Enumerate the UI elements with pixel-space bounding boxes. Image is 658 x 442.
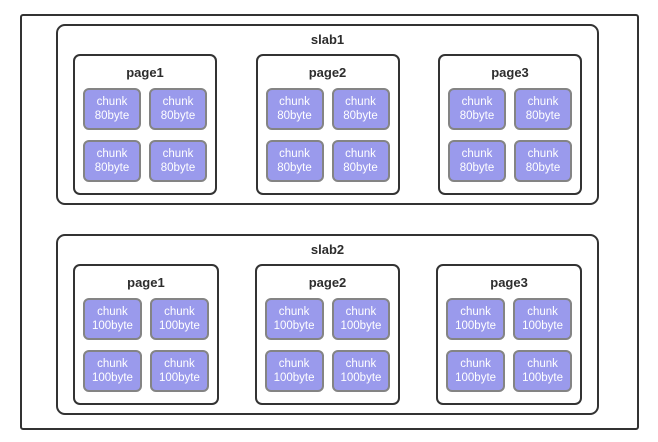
chunk-size: 100byte bbox=[340, 320, 382, 332]
chunk-size: 80byte bbox=[343, 110, 378, 122]
chunk-box: chunk 100byte bbox=[331, 298, 391, 340]
chunk-name: chunk bbox=[527, 96, 559, 108]
chunk-name: chunk bbox=[345, 96, 376, 108]
chunk-size: 80byte bbox=[94, 162, 130, 174]
page-title: page1 bbox=[126, 65, 164, 80]
chunk-box: chunk 100byte bbox=[149, 350, 209, 392]
chunk-name: chunk bbox=[97, 306, 128, 318]
chunk-box: chunk 80byte bbox=[149, 140, 207, 182]
chunk-name: chunk bbox=[279, 148, 310, 160]
page-title: page3 bbox=[491, 65, 529, 80]
chunk-size: 80byte bbox=[525, 110, 561, 122]
slab-box-slab2: slab2 page1 chunk 100byte chunk 100byte chunk 1… bbox=[56, 234, 599, 415]
chunk-box: chunk 80byte bbox=[331, 140, 390, 182]
chunk-box: chunk 100byte bbox=[83, 350, 142, 392]
chunk-size: 100byte bbox=[273, 320, 315, 332]
chunk-box: chunk 80byte bbox=[265, 140, 324, 182]
chunk-size: 80byte bbox=[525, 162, 561, 174]
chunk-size: 80byte bbox=[277, 162, 312, 174]
chunk-name: chunk bbox=[278, 358, 310, 370]
chunk-name: chunk bbox=[162, 148, 194, 160]
chunk-box: chunk 100byte bbox=[446, 298, 506, 340]
chunk-name: chunk bbox=[460, 306, 491, 318]
chunk-box: chunk 100byte bbox=[264, 298, 324, 340]
chunk-name: chunk bbox=[527, 148, 559, 160]
chunk-name: chunk bbox=[162, 96, 194, 108]
chunk-name: chunk bbox=[461, 96, 493, 108]
chunk-size: 100byte bbox=[522, 372, 563, 384]
chunk-grid: chunk 80byte chunk 80byte chunk 80byte chunk 80… bbox=[83, 88, 207, 182]
chunk-size: 100byte bbox=[340, 372, 382, 384]
chunk-size: 100byte bbox=[92, 372, 133, 384]
chunk-box: chunk 100byte bbox=[513, 350, 572, 392]
chunk-name: chunk bbox=[345, 148, 376, 160]
chunk-box: chunk 100byte bbox=[83, 298, 142, 340]
chunk-box: chunk 100byte bbox=[149, 298, 209, 340]
chunk-box: chunk 80byte bbox=[514, 140, 572, 182]
chunk-name: chunk bbox=[164, 306, 195, 318]
chunk-box: chunk 100byte bbox=[264, 350, 324, 392]
chunk-box: chunk 80byte bbox=[149, 88, 207, 130]
chunk-size: 100byte bbox=[522, 320, 563, 332]
diagram-frame: slab1 page1 chunk 80byte chunk 80byte chunk 80b… bbox=[20, 14, 639, 430]
chunk-grid: chunk 80byte chunk 80byte chunk 80byte chunk 80… bbox=[448, 88, 572, 182]
chunk-size: 80byte bbox=[160, 162, 196, 174]
page-box-slab2-page2: page2 chunk 100byte chunk 100byte chunk 100byt… bbox=[254, 264, 401, 405]
chunk-name: chunk bbox=[345, 358, 377, 370]
chunk-box: chunk 80byte bbox=[83, 88, 141, 130]
chunk-box: chunk 80byte bbox=[83, 140, 141, 182]
chunk-name: chunk bbox=[97, 358, 128, 370]
chunk-box: chunk 80byte bbox=[331, 88, 390, 130]
chunk-size: 100byte bbox=[158, 320, 200, 332]
chunk-name: chunk bbox=[527, 306, 558, 318]
page-title: page2 bbox=[308, 65, 347, 80]
chunk-name: chunk bbox=[96, 96, 128, 108]
slab-title: slab2 bbox=[310, 242, 345, 257]
chunk-name: chunk bbox=[96, 148, 128, 160]
chunk-box: chunk 80byte bbox=[448, 140, 506, 182]
chunk-box: chunk 100byte bbox=[331, 350, 391, 392]
chunk-size: 100byte bbox=[273, 372, 315, 384]
chunk-name: chunk bbox=[527, 358, 558, 370]
chunk-size: 80byte bbox=[459, 162, 495, 174]
chunk-size: 80byte bbox=[343, 162, 378, 174]
chunk-grid: chunk 80byte chunk 80byte chunk 80byte chunk 80… bbox=[265, 88, 390, 182]
slab-box-slab1: slab1 page1 chunk 80byte chunk 80byte chunk 80b… bbox=[56, 24, 599, 205]
chunk-size: 80byte bbox=[277, 110, 312, 122]
chunk-name: chunk bbox=[279, 96, 310, 108]
slab-title: slab1 bbox=[310, 32, 345, 47]
chunk-name: chunk bbox=[278, 306, 310, 318]
pages-row: page1 chunk 100byte chunk 100byte chunk 100byt… bbox=[58, 257, 597, 405]
chunk-name: chunk bbox=[345, 306, 377, 318]
chunk-size: 80byte bbox=[160, 110, 196, 122]
page-title: page3 bbox=[490, 275, 528, 290]
chunk-name: chunk bbox=[460, 358, 491, 370]
chunk-box: chunk 100byte bbox=[513, 298, 572, 340]
chunk-size: 100byte bbox=[455, 372, 497, 384]
chunk-box: chunk 80byte bbox=[265, 88, 324, 130]
chunk-name: chunk bbox=[461, 148, 493, 160]
chunk-box: chunk 80byte bbox=[514, 88, 572, 130]
chunk-size: 100byte bbox=[92, 320, 133, 332]
page-title: page1 bbox=[127, 275, 165, 290]
page-box-slab2-page1: page1 chunk 100byte chunk 100byte chunk 100byt… bbox=[73, 264, 219, 405]
chunk-box: chunk 100byte bbox=[446, 350, 506, 392]
page-box-slab2-page3: page3 chunk 100byte chunk 100byte chunk 100byt… bbox=[436, 264, 582, 405]
chunk-size: 80byte bbox=[459, 110, 495, 122]
chunk-size: 100byte bbox=[455, 320, 497, 332]
chunk-name: chunk bbox=[164, 358, 195, 370]
chunk-size: 100byte bbox=[158, 372, 200, 384]
chunk-size: 80byte bbox=[94, 110, 130, 122]
page-title: page2 bbox=[308, 275, 347, 290]
chunk-box: chunk 80byte bbox=[448, 88, 506, 130]
